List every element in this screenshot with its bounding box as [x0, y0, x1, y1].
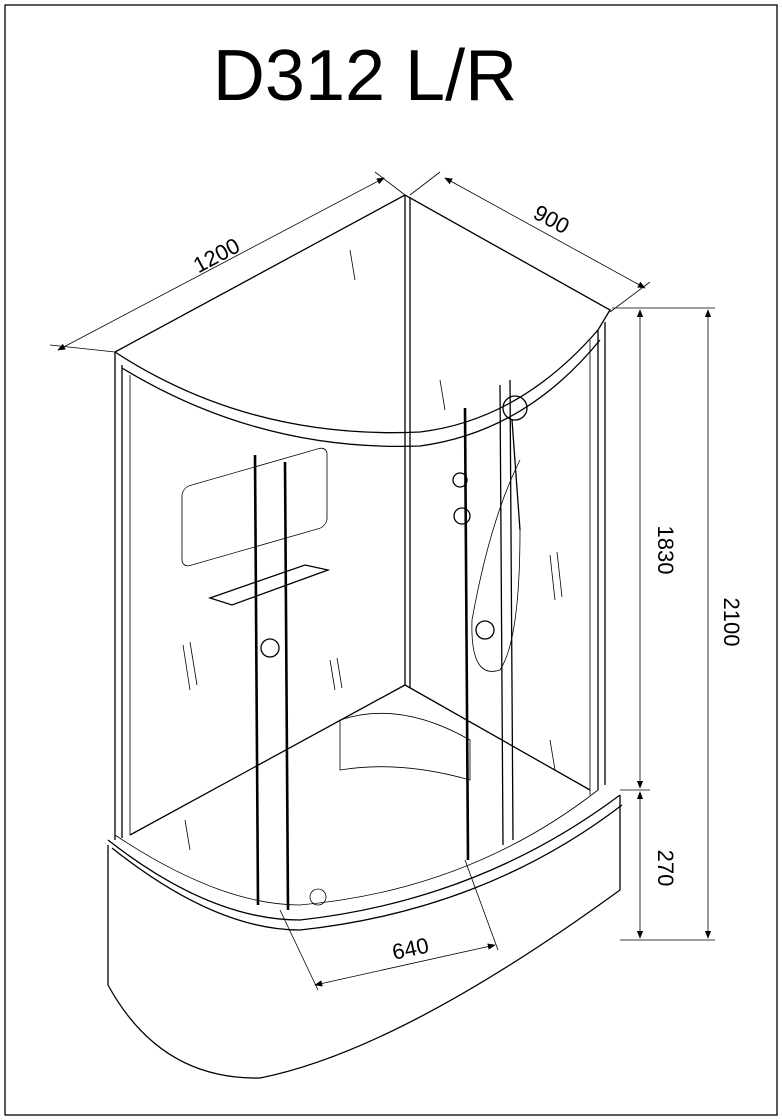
dimension-depth: 900: [409, 171, 651, 313]
dimension-depth-label: 900: [529, 200, 573, 239]
dimension-cabin-height-label: 1830: [653, 526, 678, 575]
dimension-total-height-label: 2100: [719, 598, 744, 647]
page-border: [4, 4, 778, 1116]
model-title: D312 L/R: [213, 36, 517, 116]
cabin-frame: [107, 194, 623, 1079]
dimension-door-label: 640: [390, 933, 431, 965]
dimension-tray-height-label: 270: [653, 850, 678, 887]
dimension-width-label: 1200: [189, 233, 244, 278]
dimension-heights: 1830 270 2100: [612, 307, 744, 941]
dimension-door: 640: [279, 859, 499, 991]
